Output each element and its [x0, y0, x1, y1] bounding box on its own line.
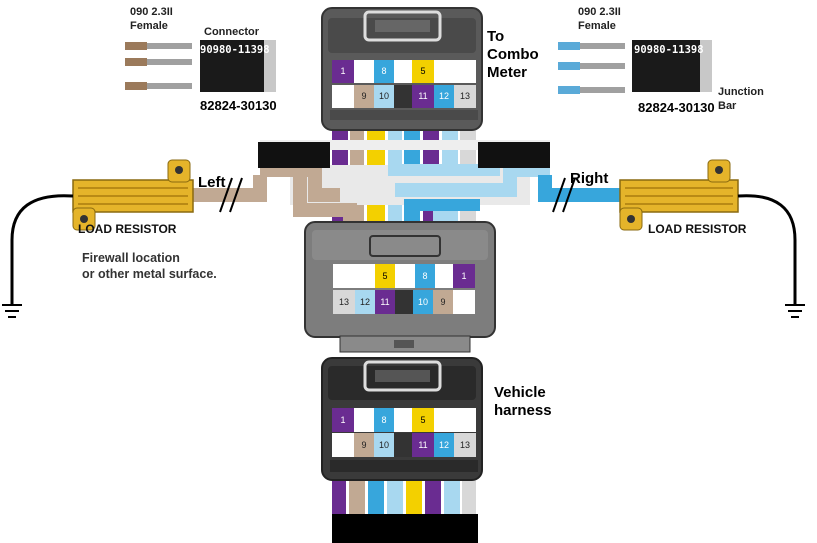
- combo-label-2: Combo: [487, 46, 539, 63]
- left-wire: [190, 175, 267, 213]
- combo-label-3: Meter: [487, 64, 528, 81]
- resistor-right-label: LOAD RESISTOR: [648, 222, 747, 236]
- wire-bundle-lower: [332, 478, 478, 543]
- right-part-number: 90980-11398: [634, 44, 704, 56]
- pin-right-2: [558, 62, 625, 70]
- pin-label-top-13: 13: [459, 91, 470, 101]
- connector-middle: [304, 221, 496, 353]
- connector-housing-left: [200, 40, 276, 92]
- pin-label-bot-8: 8: [381, 415, 387, 425]
- right-sub-part-number: 82824-30130: [638, 100, 715, 115]
- junction-block-right: [478, 142, 550, 168]
- pin-label-bot-1: 1: [340, 415, 346, 425]
- pin-label-top-11: 11: [418, 91, 428, 101]
- vehicle-label-1: Vehicle: [494, 384, 546, 401]
- pin-label-bot-13: 13: [459, 440, 470, 450]
- connector-housing-right: [632, 40, 712, 92]
- pin-label-bot-5: 5: [420, 415, 426, 425]
- firewall-note-2: or other metal surface.: [82, 267, 217, 281]
- pin-left-3: [125, 82, 192, 90]
- resistor-left-label: LOAD RESISTOR: [78, 222, 177, 236]
- pin-label-top-12: 12: [438, 91, 449, 101]
- pin-label-top-1: 1: [340, 66, 346, 76]
- right-pin-sub: Female: [578, 20, 616, 32]
- resistor-right: [619, 159, 805, 318]
- pin-label-bot-12: 12: [438, 440, 449, 450]
- pin-label-mid-5: 5: [382, 271, 388, 281]
- right-pin-label: 090 2.3II: [578, 6, 621, 18]
- pin-label-mid-12: 12: [359, 297, 370, 307]
- pin-left-2: [125, 58, 192, 66]
- right-pins: [558, 40, 712, 94]
- left-pin-sub: Female: [130, 20, 168, 32]
- harness-sleeve: [332, 514, 478, 543]
- combo-label-1: To: [487, 28, 505, 45]
- left-pins: [125, 40, 276, 92]
- connector-combo-meter: [321, 7, 483, 131]
- pin-label-top-9: 9: [361, 91, 367, 101]
- pin-label-mid-1: 1: [461, 271, 467, 281]
- vehicle-label-2: harness: [494, 402, 552, 419]
- left-label: Left: [198, 174, 226, 191]
- pin-label-mid-13: 13: [338, 297, 349, 307]
- left-pin-label: 090 2.3II: [130, 6, 173, 18]
- pin-label-mid-9: 9: [440, 297, 446, 307]
- junction-block-left: [258, 142, 330, 168]
- firewall-note-1: Firewall location: [82, 251, 180, 265]
- wire-crossover: [260, 140, 550, 226]
- left-sub-part-number: 82824-30130: [200, 98, 277, 113]
- pin-label-bot-10: 10: [378, 440, 389, 450]
- left-connector-label: Connector: [204, 26, 259, 38]
- junction-label-2: Bar: [718, 100, 737, 112]
- pin-label-mid-10: 10: [417, 297, 428, 307]
- pin-label-bot-9: 9: [361, 440, 367, 450]
- pin-left-1: [125, 42, 192, 50]
- connector-vehicle-harness: [321, 357, 483, 481]
- pin-right-3: [558, 86, 625, 94]
- pin-label-top-10: 10: [378, 91, 389, 101]
- left-part-number: 90980-11398: [200, 44, 270, 56]
- pin-right-1: [558, 42, 625, 50]
- resistor-left: [2, 159, 194, 318]
- right-label: Right: [570, 170, 609, 187]
- pin-label-top-5: 5: [420, 66, 426, 76]
- pin-label-top-8: 8: [381, 66, 387, 76]
- pin-label-mid-11: 11: [380, 297, 390, 307]
- junction-label-1: Junction: [718, 86, 764, 98]
- pin-label-mid-8: 8: [422, 271, 428, 281]
- pin-label-bot-11: 11: [418, 440, 428, 450]
- right-wire: [538, 175, 625, 213]
